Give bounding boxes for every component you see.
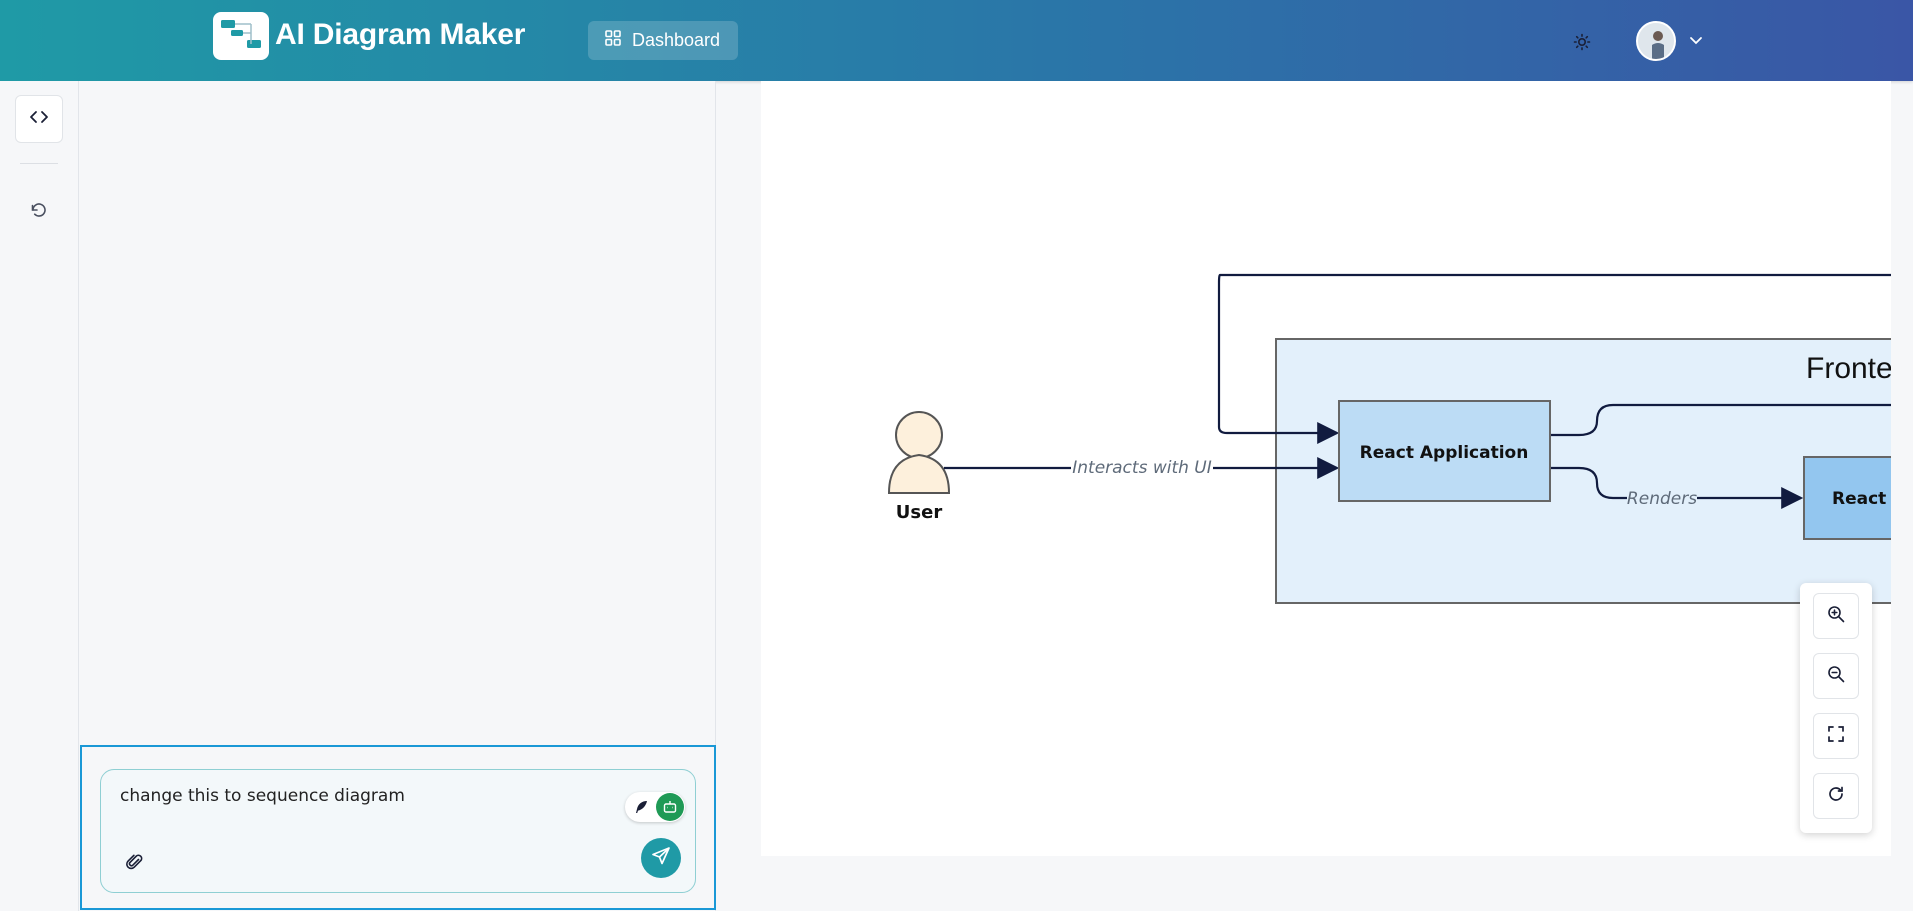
dashboard-button[interactable]: Dashboard: [588, 21, 738, 60]
renders-edge-label: Renders: [1627, 489, 1697, 509]
grid-icon: [604, 29, 622, 52]
react-application-node: [1338, 400, 1551, 502]
code-view-button[interactable]: [15, 95, 63, 143]
reset-view-button[interactable]: [1813, 773, 1859, 819]
fit-screen-icon: [1826, 724, 1846, 749]
loop-edge: [1217, 273, 1891, 444]
rail-divider: [20, 163, 58, 164]
diagram-logo-icon[interactable]: [213, 12, 269, 60]
fit-screen-button[interactable]: [1813, 713, 1859, 759]
renders-edge: [1551, 466, 1804, 509]
diagram-svg: Fronte User Interacts with UI React Appl…: [887, 273, 1891, 604]
react-components-node: [1803, 456, 1891, 540]
top-navbar: AI Diagram Maker Dashboard: [0, 0, 1913, 81]
history-reset-icon[interactable]: [24, 196, 54, 226]
diagram-canvas[interactable]: Fronte User Interacts with UI React Appl…: [761, 81, 1891, 856]
renders-edge-label-bg: [1627, 486, 1697, 510]
send-button[interactable]: [641, 838, 681, 878]
interacts-edge-label-bg: [1071, 455, 1213, 479]
chevron-down-icon[interactable]: [1686, 30, 1706, 50]
app-title[interactable]: AI Diagram Maker: [275, 18, 526, 51]
react-application-label: React Application: [1360, 443, 1529, 463]
refresh-icon: [1826, 784, 1846, 809]
send-icon: [651, 846, 671, 871]
user-actor[interactable]: [887, 411, 951, 494]
composer-focus-frame: change this to sequence diagram: [80, 745, 716, 910]
mode-toggle[interactable]: [625, 792, 685, 822]
user-actor-label: User: [896, 502, 943, 523]
paperclip-icon[interactable]: [123, 850, 147, 874]
zoom-controls: [1800, 583, 1872, 833]
sun-icon[interactable]: [1568, 28, 1596, 56]
react-components-label: React C: [1832, 489, 1891, 509]
dashboard-label: Dashboard: [632, 30, 721, 50]
frontend-group-title: Fronte: [1806, 352, 1891, 385]
robot-icon[interactable]: [656, 793, 684, 821]
zoom-in-icon: [1826, 604, 1846, 629]
react-app-out-edge: [1551, 403, 1891, 437]
code-icon: [29, 107, 49, 132]
zoom-in-button[interactable]: [1813, 593, 1859, 639]
chat-panel: change this to sequence diagram: [79, 81, 716, 911]
interacts-edge-label: Interacts with UI: [1072, 458, 1212, 478]
prompt-input[interactable]: change this to sequence diagram: [100, 769, 696, 893]
feather-icon[interactable]: [629, 795, 653, 819]
user-avatar[interactable]: [1636, 21, 1676, 61]
zoom-out-button[interactable]: [1813, 653, 1859, 699]
prompt-text[interactable]: change this to sequence diagram: [120, 786, 405, 806]
zoom-out-icon: [1826, 664, 1846, 689]
tool-rail: [0, 81, 79, 911]
